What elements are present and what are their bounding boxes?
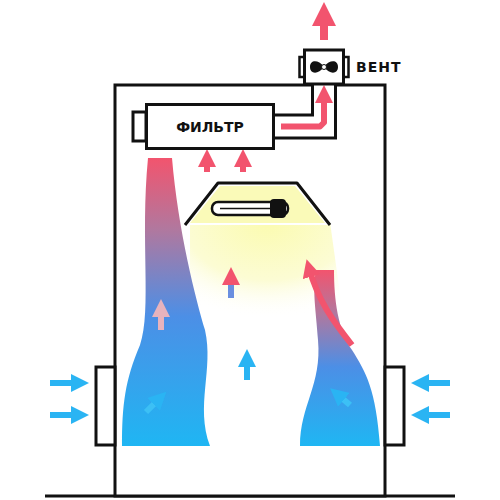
fan-box: ВЕНТ xyxy=(298,48,406,86)
housing xyxy=(115,85,385,496)
fan-icon xyxy=(298,48,352,86)
flow-arrow xyxy=(158,308,164,330)
filter-box: ФИЛЬТР xyxy=(145,103,275,150)
lamp-reflector xyxy=(185,183,330,225)
flow-arrow xyxy=(204,158,210,172)
air-plume xyxy=(122,158,210,446)
flow-arrow xyxy=(228,276,234,284)
exhaust-arrow xyxy=(320,14,328,40)
inlet-vent xyxy=(385,367,404,445)
filter-label: ФИЛЬТР xyxy=(176,119,244,135)
air-flow-connector xyxy=(281,94,324,127)
flow-arrow xyxy=(309,268,352,345)
inlet-vent xyxy=(96,367,115,445)
air-plume xyxy=(300,270,380,446)
inlet-arrow xyxy=(420,412,450,418)
fan-label: ВЕНТ xyxy=(356,48,402,86)
flow-arrow xyxy=(337,394,350,405)
lamp-light xyxy=(190,186,325,223)
lamp-cap xyxy=(270,199,286,218)
inlet-arrow xyxy=(50,412,80,418)
flow-arrow xyxy=(240,158,246,172)
uv-lamp-tube xyxy=(220,208,272,210)
duct xyxy=(273,84,324,127)
inlet-arrow xyxy=(420,380,450,386)
duct xyxy=(273,84,324,127)
inlet-arrow xyxy=(50,380,80,386)
flow-arrow xyxy=(146,398,160,412)
flow-arrow xyxy=(244,358,250,380)
